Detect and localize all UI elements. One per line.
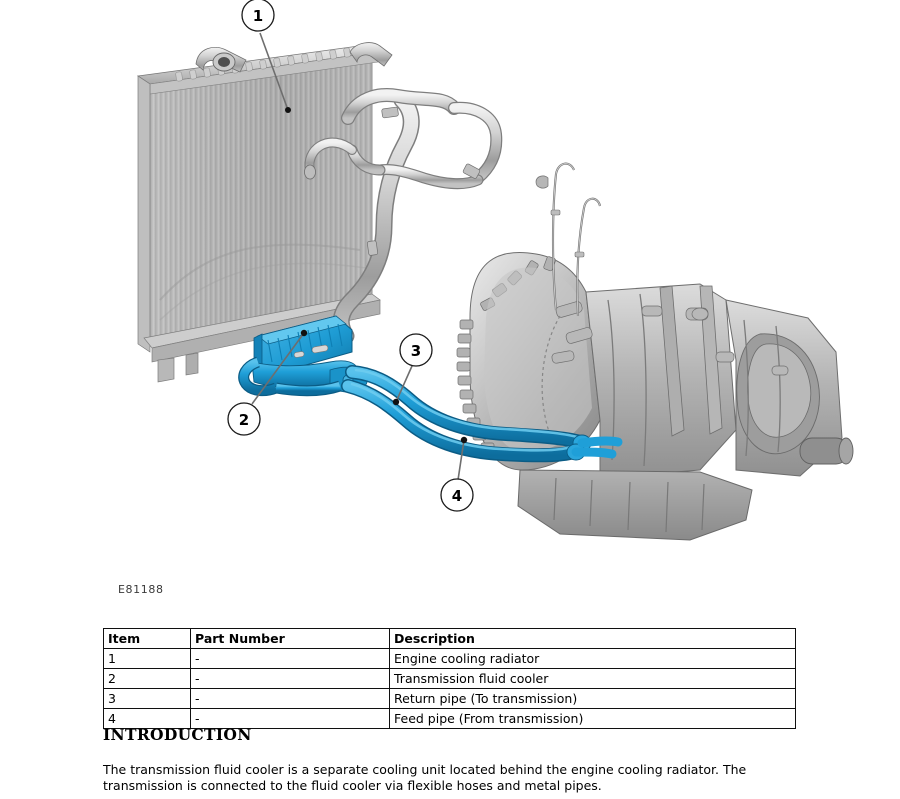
return-pipe-graphic [345,365,592,452]
parts-table: Item Part Number Description 1 - Engine … [103,628,796,729]
transmission-assembly-graphic [456,162,854,541]
column-header-description: Description [389,628,796,649]
introduction-heading: INTRODUCTION [103,725,252,744]
callout-2: 2 [227,329,308,436]
callout-1: 1 [241,0,291,113]
callout-3-number: 3 [411,342,421,360]
cell-description: Engine cooling radiator [389,648,796,669]
callout-4-number: 4 [452,487,462,505]
cell-description: Feed pipe (From transmission) [389,708,796,729]
cell-item: 2 [103,668,191,689]
table-row: 4 - Feed pipe (From transmission) [103,708,796,729]
component-location-illustration: 1 2 3 4 [136,0,854,541]
table-row: 2 - Transmission fluid cooler [103,668,796,689]
callout-2-number: 2 [239,411,249,429]
figure-code: E81188 [118,583,164,596]
callout-1-number: 1 [253,7,263,25]
cell-part-number: - [190,668,390,689]
cell-description: Return pipe (To transmission) [389,688,796,709]
introduction-paragraph: The transmission fluid cooler is a separ… [103,762,747,793]
table-header-row: Item Part Number Description [103,628,796,649]
callout-3: 3 [392,333,433,406]
feed-pipe-graphic [341,379,623,463]
cell-item: 1 [103,648,191,669]
cell-item: 4 [103,708,191,729]
coolant-hose-assembly-graphic [304,88,503,345]
transmission-fluid-cooler-graphic [238,315,368,397]
cell-item: 3 [103,688,191,709]
callout-4: 4 [440,436,474,512]
cell-description: Transmission fluid cooler [389,668,796,689]
column-header-part-number: Part Number [190,628,390,649]
table-row: 1 - Engine cooling radiator [103,648,796,669]
table-row: 3 - Return pipe (To transmission) [103,688,796,709]
engine-cooling-radiator-graphic [136,42,393,383]
cell-part-number: - [190,648,390,669]
cell-part-number: - [190,688,390,709]
column-header-item: Item [103,628,191,649]
